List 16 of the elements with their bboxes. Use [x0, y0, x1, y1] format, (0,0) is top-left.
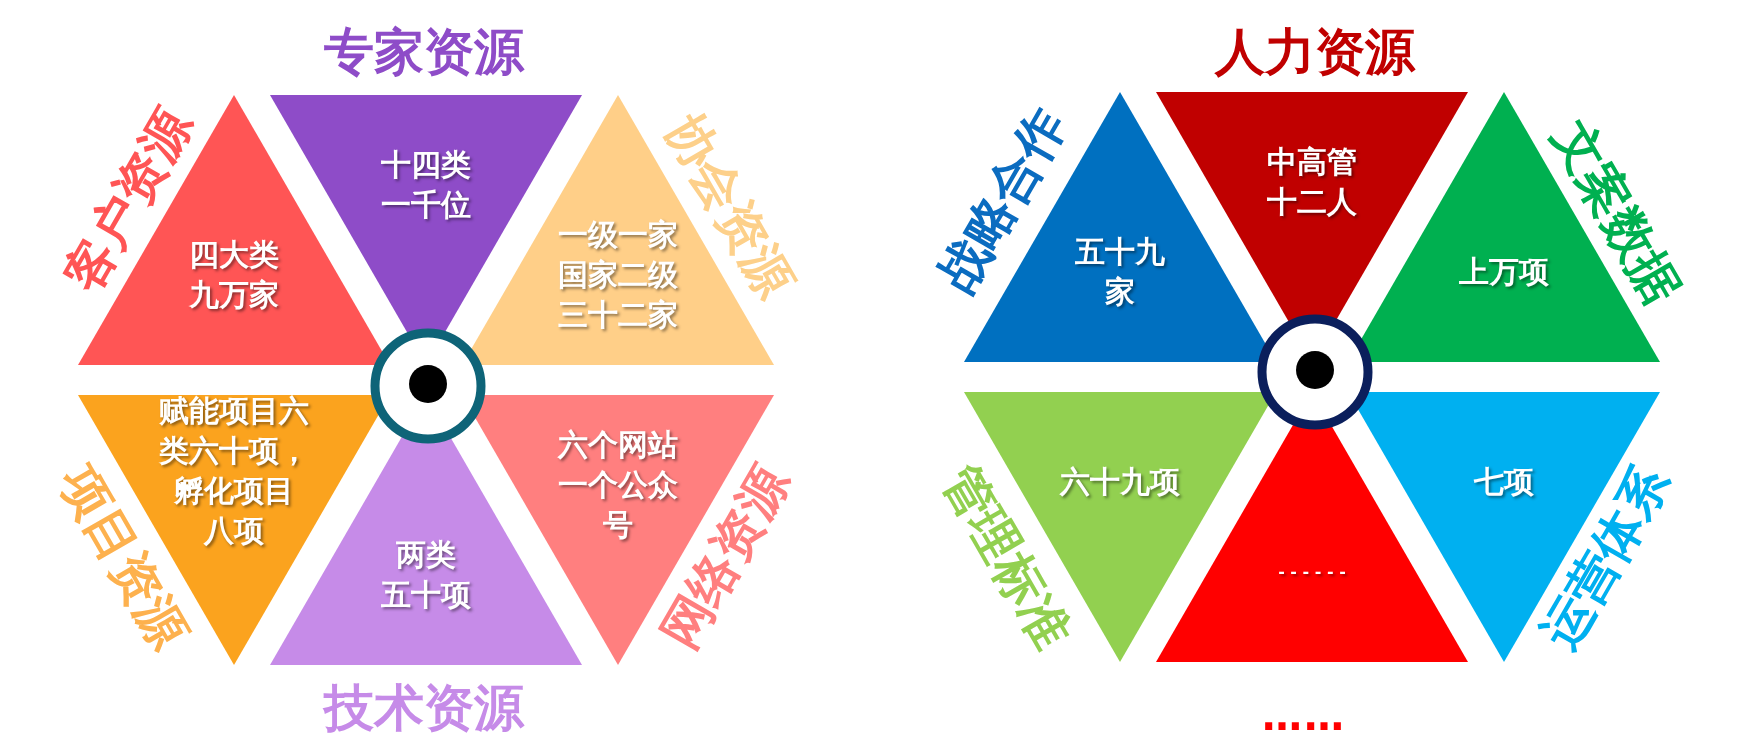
segment-heading: 专家资源 [324, 24, 524, 80]
segment-text: 两类五十项 [381, 536, 471, 614]
segment-text: 中高管十二人 [1267, 143, 1357, 221]
segment-text: 十四类一千位 [381, 146, 471, 224]
segment-text: 五十九家 [1075, 233, 1165, 311]
segment-text: 六个网站一个公众号 [558, 426, 678, 544]
segment-heading: 人力资源 [1215, 24, 1415, 80]
segment-text: 赋能项目六类六十项，孵化项目八项 [159, 392, 309, 550]
segment-text: 四大类九万家 [189, 236, 279, 314]
segment-heading: 技术资源 [324, 680, 524, 736]
segment-text: 一级一家国家二级三十二家 [558, 216, 678, 334]
segment-text: 上万项 [1459, 253, 1549, 291]
segment-text: 七项 [1474, 463, 1534, 501]
ellipsis-dots: …… [1262, 692, 1346, 741]
segment-text: 六十九项 [1060, 463, 1180, 501]
segment-text: - - - - - - [1278, 561, 1346, 583]
